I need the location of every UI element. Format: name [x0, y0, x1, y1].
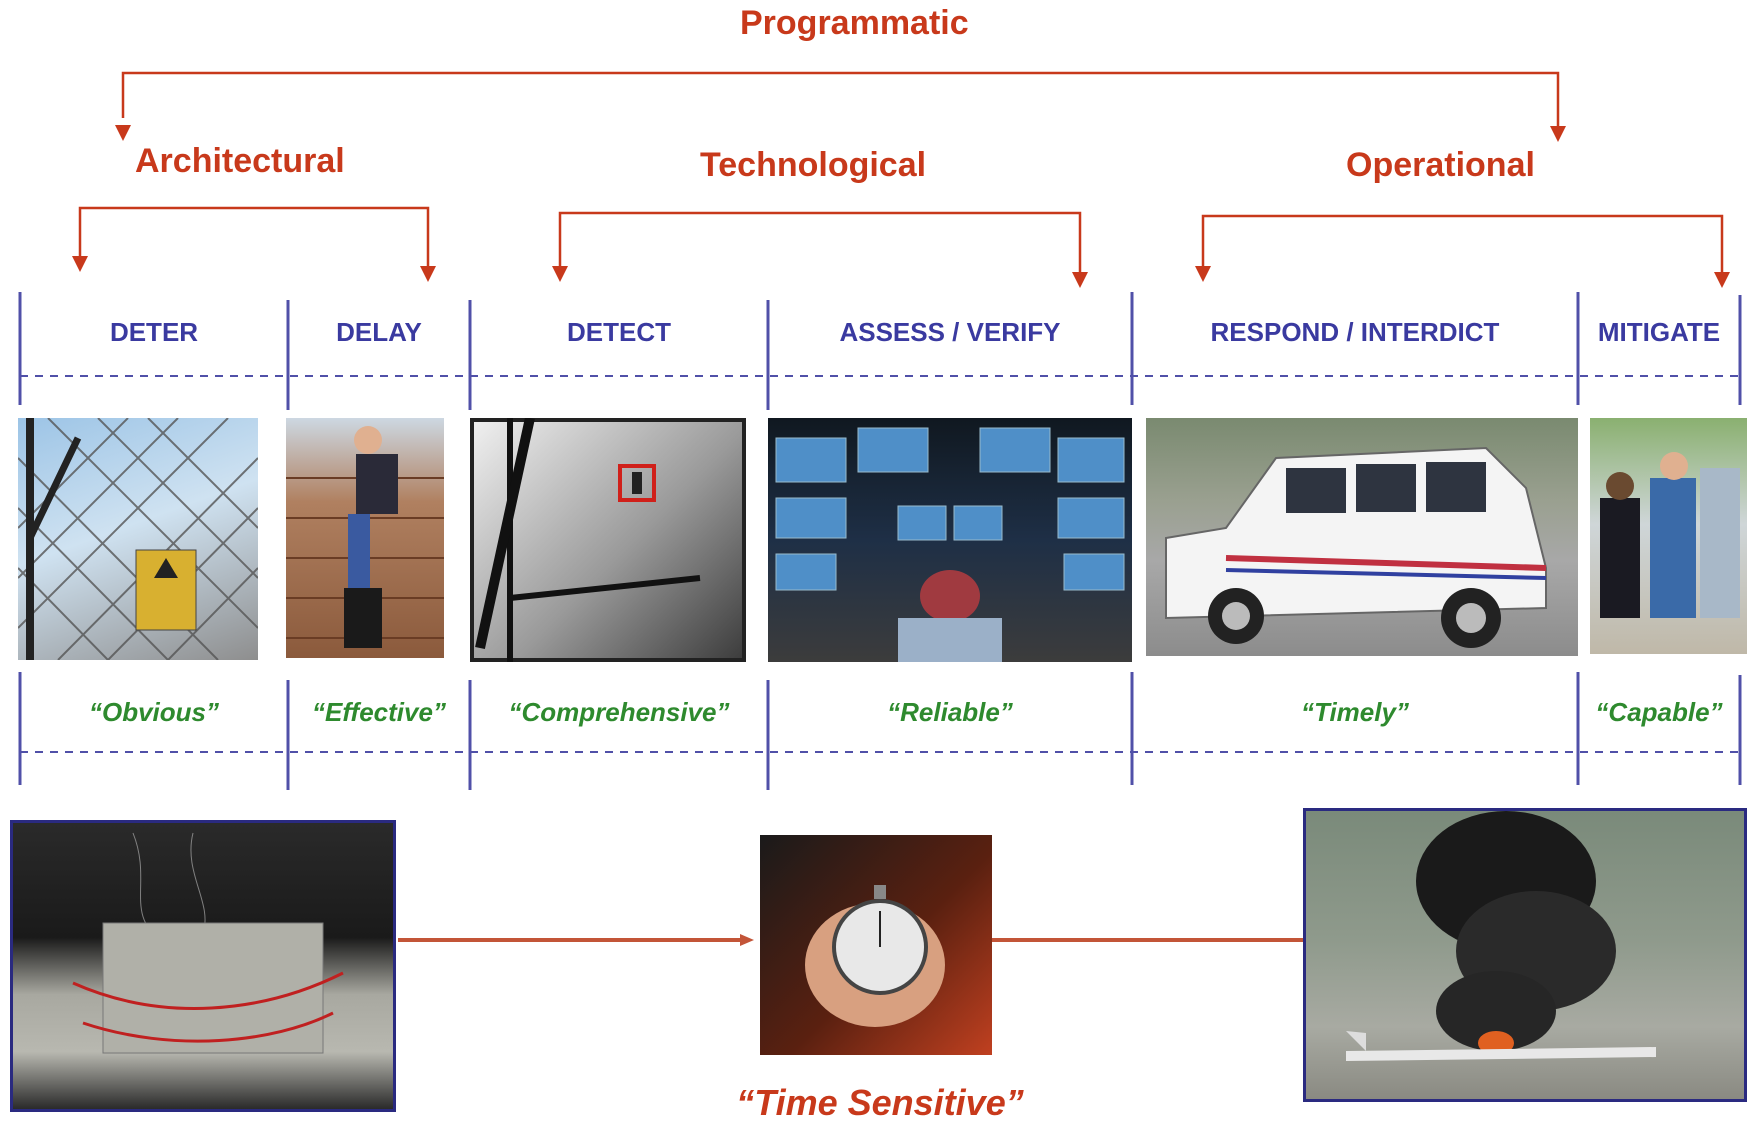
explosive-vest-photo	[10, 820, 396, 1112]
thermal-camera-photo	[470, 418, 746, 662]
wall-climber-photo	[286, 418, 444, 658]
phase-deter: DETER	[109, 317, 199, 347]
phase-detect: DETECT	[567, 317, 671, 347]
monitoring-room-photo	[768, 418, 1132, 662]
operational-title: Operational	[1346, 146, 1535, 184]
quality-effective: “Effective”	[312, 697, 446, 727]
quality-comprehensive: “Comprehensive”	[508, 697, 730, 727]
programmatic-title: Programmatic	[740, 4, 969, 42]
architectural-title: Architectural	[135, 142, 345, 180]
phase-respond-interdict: RESPOND / INTERDICT	[1210, 317, 1500, 347]
phase-delay: DELAY	[336, 317, 422, 347]
stopwatch-photo	[760, 835, 992, 1055]
aircraft-fire-photo	[1303, 808, 1747, 1102]
fence-icon	[18, 418, 258, 660]
vest-icon	[72, 832, 344, 1054]
time-sensitive-caption: “Time Sensitive”	[736, 1082, 1024, 1123]
quality-timely: “Timely”	[1301, 697, 1409, 727]
quality-capable: “Capable”	[1595, 697, 1723, 727]
officers-icon	[1600, 452, 1740, 618]
suv-icon	[1165, 446, 1547, 648]
stopwatch-icon	[805, 885, 945, 1027]
climber-icon	[286, 426, 444, 648]
monitors-icon	[775, 427, 1125, 662]
technological-title: Technological	[700, 146, 927, 184]
security-vehicle-photo	[1146, 418, 1578, 656]
camera-view-icon	[470, 418, 746, 662]
quality-obvious: “Obvious”	[88, 697, 219, 727]
fence-photo	[18, 418, 258, 660]
phase-mitigate: MITIGATE	[1597, 317, 1721, 347]
explosion-icon	[1346, 811, 1656, 1061]
phase-assess-verify: ASSESS / VERIFY	[839, 317, 1061, 347]
quality-reliable: “Reliable”	[887, 697, 1013, 727]
response-team-photo	[1590, 418, 1747, 654]
